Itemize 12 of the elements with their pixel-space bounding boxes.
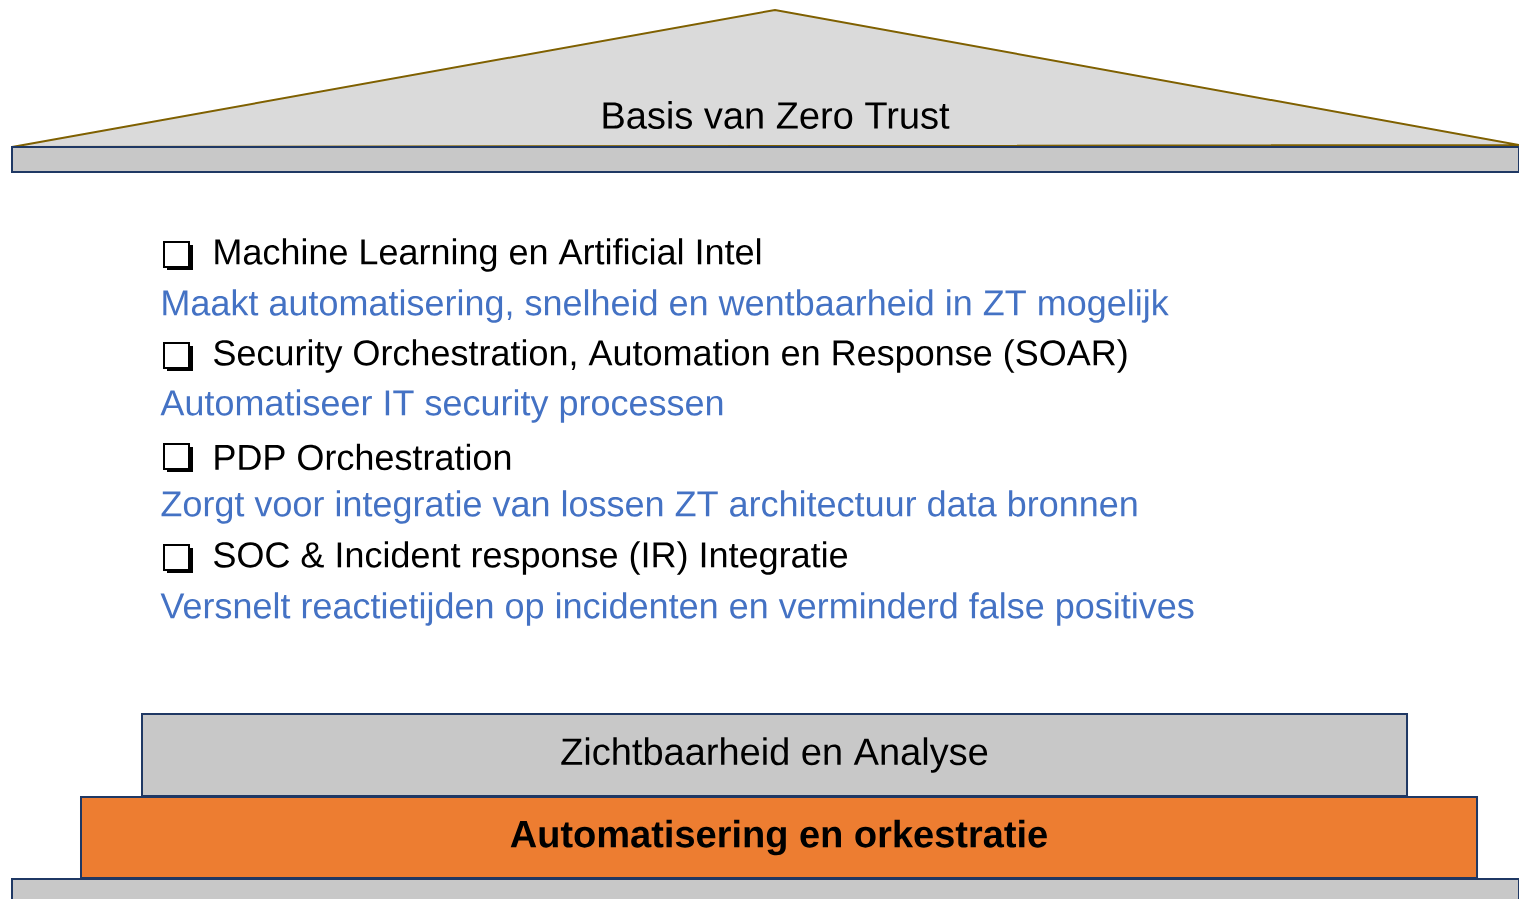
description: Maakt automatisering, snelheid en wentbaarheid in ZT mogelijk	[163, 289, 1169, 323]
description: Zorgt voor integratie van lossen ZT architectuur data bronnen	[161, 490, 1137, 524]
bar-shape	[11, 878, 1519, 899]
bar-shape	[11, 146, 1519, 173]
list-item: Security Orchestration, Automation en Response (SOAR)	[214, 339, 1127, 373]
list-item: Machine Learning en Artificial Intel	[215, 238, 761, 272]
list-item: PDP Orchestration	[215, 443, 511, 471]
layer-box: Zichtbaarheid en Analyse	[141, 713, 1408, 797]
description: Automatiseer IT security processen	[160, 389, 723, 423]
layer-box: Automatisering en orkestratie	[80, 796, 1478, 879]
list-item: SOC & Incident response (IR) Integratie	[214, 541, 848, 575]
description: Versnelt reactietijden op incidenten en verminderd false positives	[160, 592, 1194, 626]
